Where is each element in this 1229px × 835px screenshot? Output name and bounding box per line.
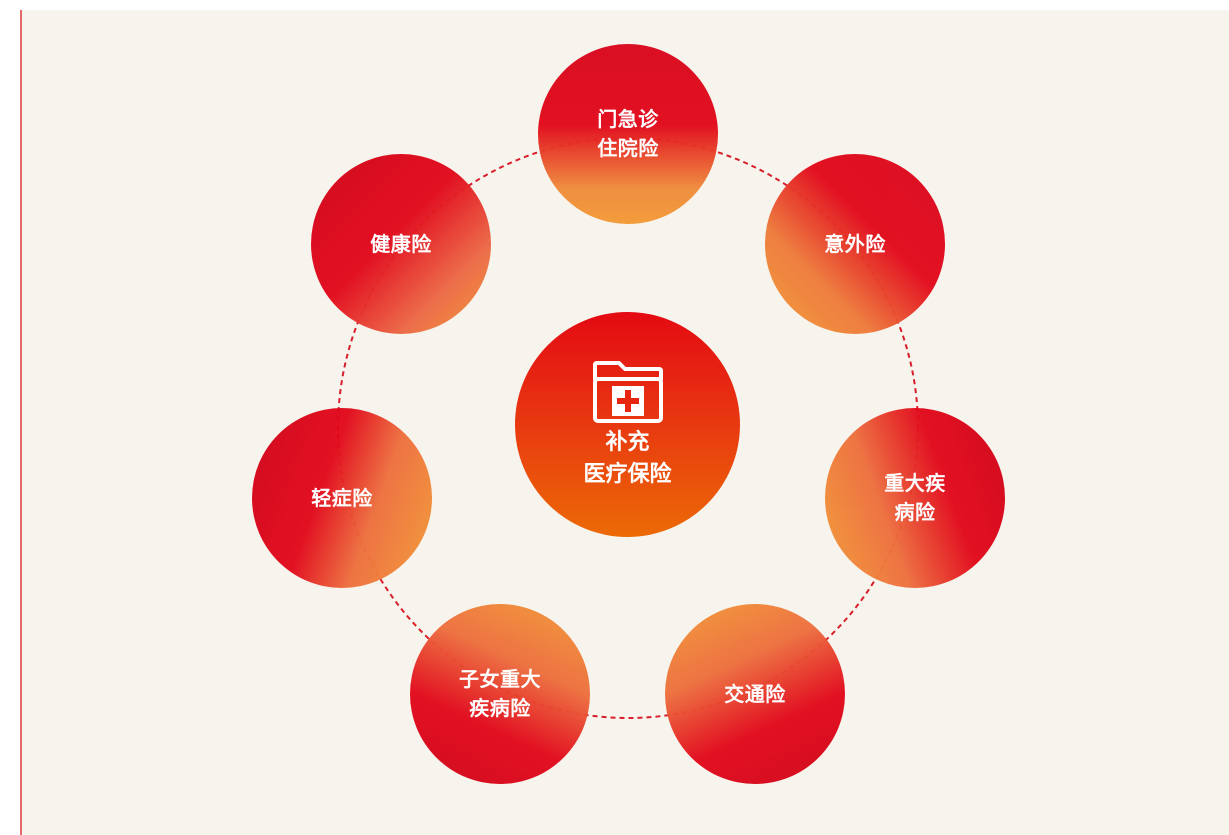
bubble-label-line1: 门急诊: [597, 107, 659, 131]
bubble-label-line2: 病险: [894, 500, 936, 524]
bubble-health: 健康险: [311, 154, 491, 334]
bubble-label-line2: 住院险: [597, 136, 659, 160]
bubble-label-line1: 重大疾: [884, 471, 946, 495]
bubble-critical-illness: 重大疾 病险: [825, 408, 1005, 588]
center-label-line1: 补充: [605, 429, 650, 455]
bubble-label-line1: 健康险: [370, 231, 432, 256]
medical-folder-icon: [592, 360, 663, 423]
center-label-line2: 医疗保险: [583, 461, 672, 487]
diagram-canvas: 门急诊 住院险 意外险 重大疾 病险 交通险 子女重大 疾病险 轻症险: [20, 10, 1229, 835]
bubble-mild-illness: 轻症险: [252, 408, 432, 588]
bubble-outpatient-inpatient: 门急诊 住院险: [538, 44, 718, 224]
bubble-accident: 意外险: [765, 154, 945, 334]
bubble-child-critical-illness: 子女重大 疾病险: [410, 604, 590, 784]
bubble-traffic: 交通险: [665, 604, 845, 784]
bubble-label-line1: 意外险: [824, 231, 886, 256]
center-bubble-supplementary-medical-insurance: 补充 医疗保险: [515, 312, 740, 537]
bubble-label-line1: 轻症险: [311, 485, 373, 510]
bubble-label-line1: 子女重大: [459, 667, 541, 691]
bubble-label-line1: 交通险: [724, 681, 786, 706]
bubble-label-line2: 疾病险: [469, 696, 531, 720]
